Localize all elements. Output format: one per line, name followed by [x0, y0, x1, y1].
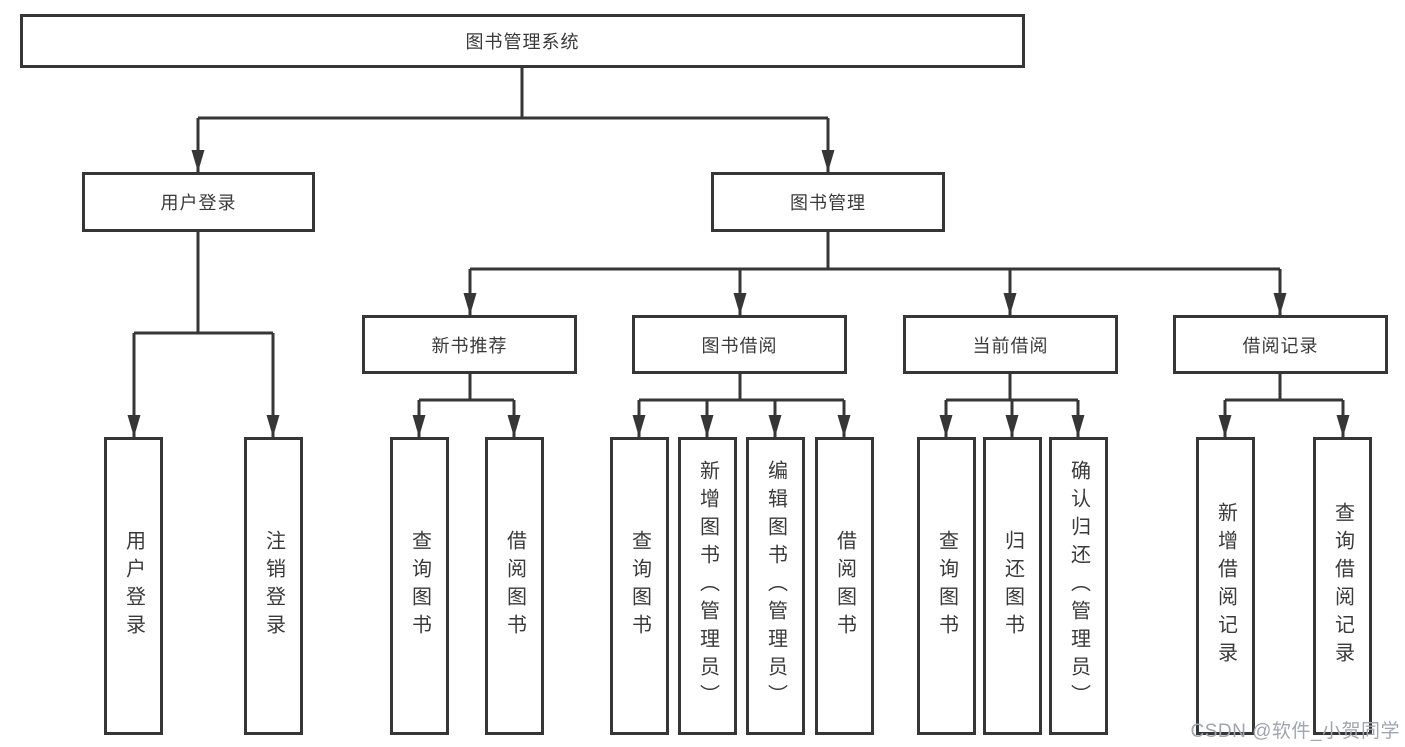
node-book-management: 图书管理: [711, 172, 945, 232]
leaf-query-books-current: 查询图书: [917, 437, 976, 735]
leaf-query-borrow-record: 查询借阅记录: [1313, 437, 1372, 735]
leaf-edit-books-admin-label: 编辑图书（管理员）: [764, 460, 787, 712]
leaf-borrow-books: 借阅图书: [815, 437, 874, 735]
node-current-borrowing: 当前借阅: [903, 315, 1118, 374]
leaf-edit-books-admin: 编辑图书（管理员）: [746, 437, 805, 735]
leaf-query-books-recommend-label: 查询图书: [408, 530, 431, 642]
leaf-add-borrow-record-label: 新增借阅记录: [1214, 502, 1237, 670]
node-new-book-recommendation: 新书推荐: [362, 315, 577, 374]
leaf-query-books-borrow-label: 查询图书: [628, 530, 651, 642]
leaf-borrow-books-recommend: 借阅图书: [485, 437, 544, 735]
leaf-query-borrow-record-label: 查询借阅记录: [1331, 502, 1354, 670]
leaf-user-login: 用户登录: [104, 437, 163, 735]
leaf-confirm-return-admin: 确认归还（管理员）: [1049, 437, 1108, 735]
leaf-return-books-label: 归还图书: [1001, 530, 1024, 642]
leaf-return-books: 归还图书: [983, 437, 1042, 735]
leaf-add-books-admin: 新增图书（管理员）: [678, 437, 737, 735]
leaf-add-borrow-record: 新增借阅记录: [1196, 437, 1255, 735]
leaf-query-books-borrow: 查询图书: [610, 437, 669, 735]
leaf-query-books-recommend: 查询图书: [390, 437, 449, 735]
node-borrowing-records: 借阅记录: [1173, 315, 1388, 374]
leaf-borrow-books-label: 借阅图书: [833, 530, 856, 642]
node-library-management-system: 图书管理系统: [20, 14, 1025, 68]
leaf-logout-label: 注销登录: [262, 530, 285, 642]
node-user-login: 用户登录: [82, 172, 315, 232]
csdn-watermark: CSDN @软件_小贺同学: [1190, 721, 1400, 742]
leaf-logout: 注销登录: [244, 437, 303, 735]
node-book-borrowing: 图书借阅: [632, 315, 847, 374]
leaf-confirm-return-admin-label: 确认归还（管理员）: [1067, 460, 1090, 712]
leaf-borrow-books-recommend-label: 借阅图书: [503, 530, 526, 642]
leaf-query-books-current-label: 查询图书: [935, 530, 958, 642]
leaf-add-books-admin-label: 新增图书（管理员）: [696, 460, 719, 712]
leaf-user-login-label: 用户登录: [122, 530, 145, 642]
